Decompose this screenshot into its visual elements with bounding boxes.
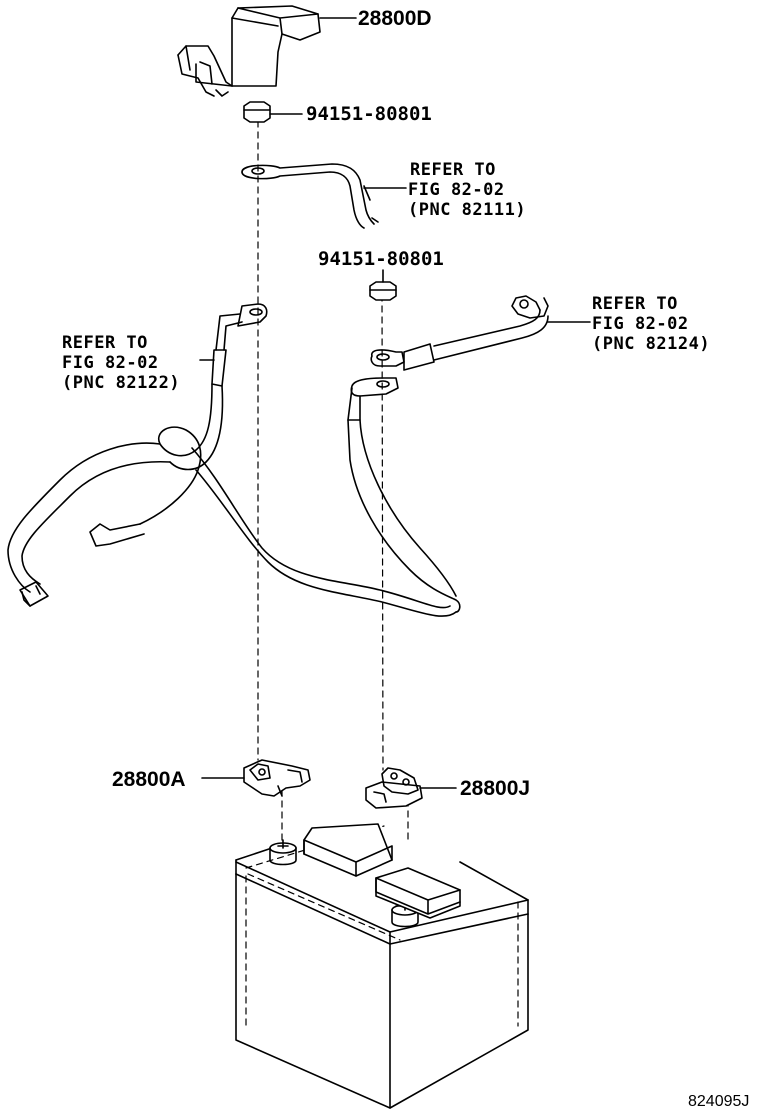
cable-82111 [241,163,407,229]
reference-right-line2: FIG 82-02 [592,314,689,334]
reference-top-line1: REFER TO [410,160,496,180]
reference-left: REFER TO FIG 82-02 (PNC 82122) [62,335,180,392]
part-label-nut-upper: 94151-80801 [306,103,432,125]
reference-right-line3: (PNC 82124) [592,334,711,354]
cable-positive-harness [347,377,461,613]
part-label-terminal-pos: 28800J [460,777,531,800]
terminal-cover-28800d [177,5,357,97]
part-label-terminal-neg: 28800A [112,768,186,791]
reference-left-line2: FIG 82-02 [62,353,159,373]
terminal-28800a [201,759,311,797]
battery [235,823,529,1109]
reference-left-line3: (PNC 82122) [62,373,181,393]
cable-82124 [370,295,591,371]
part-label-nut-lower: 94151-80801 [318,248,444,270]
reference-top-line2: FIG 82-02 [408,180,505,200]
reference-right: REFER TO FIG 82-02 (PNC 82124) [592,296,710,353]
reference-top-line3: (PNC 82111) [408,200,527,220]
nut-lower [369,269,397,301]
reference-right-line1: REFER TO [592,294,678,314]
reference-top: REFER TO FIG 82-02 (PNC 82111) [408,162,526,219]
nut-upper [243,101,303,123]
cable-82122 [7,303,457,617]
illustration-id: 824095J [688,1093,750,1110]
terminal-28800j [365,767,457,809]
reference-left-line1: REFER TO [62,333,148,353]
part-label-cover: 28800D [358,7,432,30]
